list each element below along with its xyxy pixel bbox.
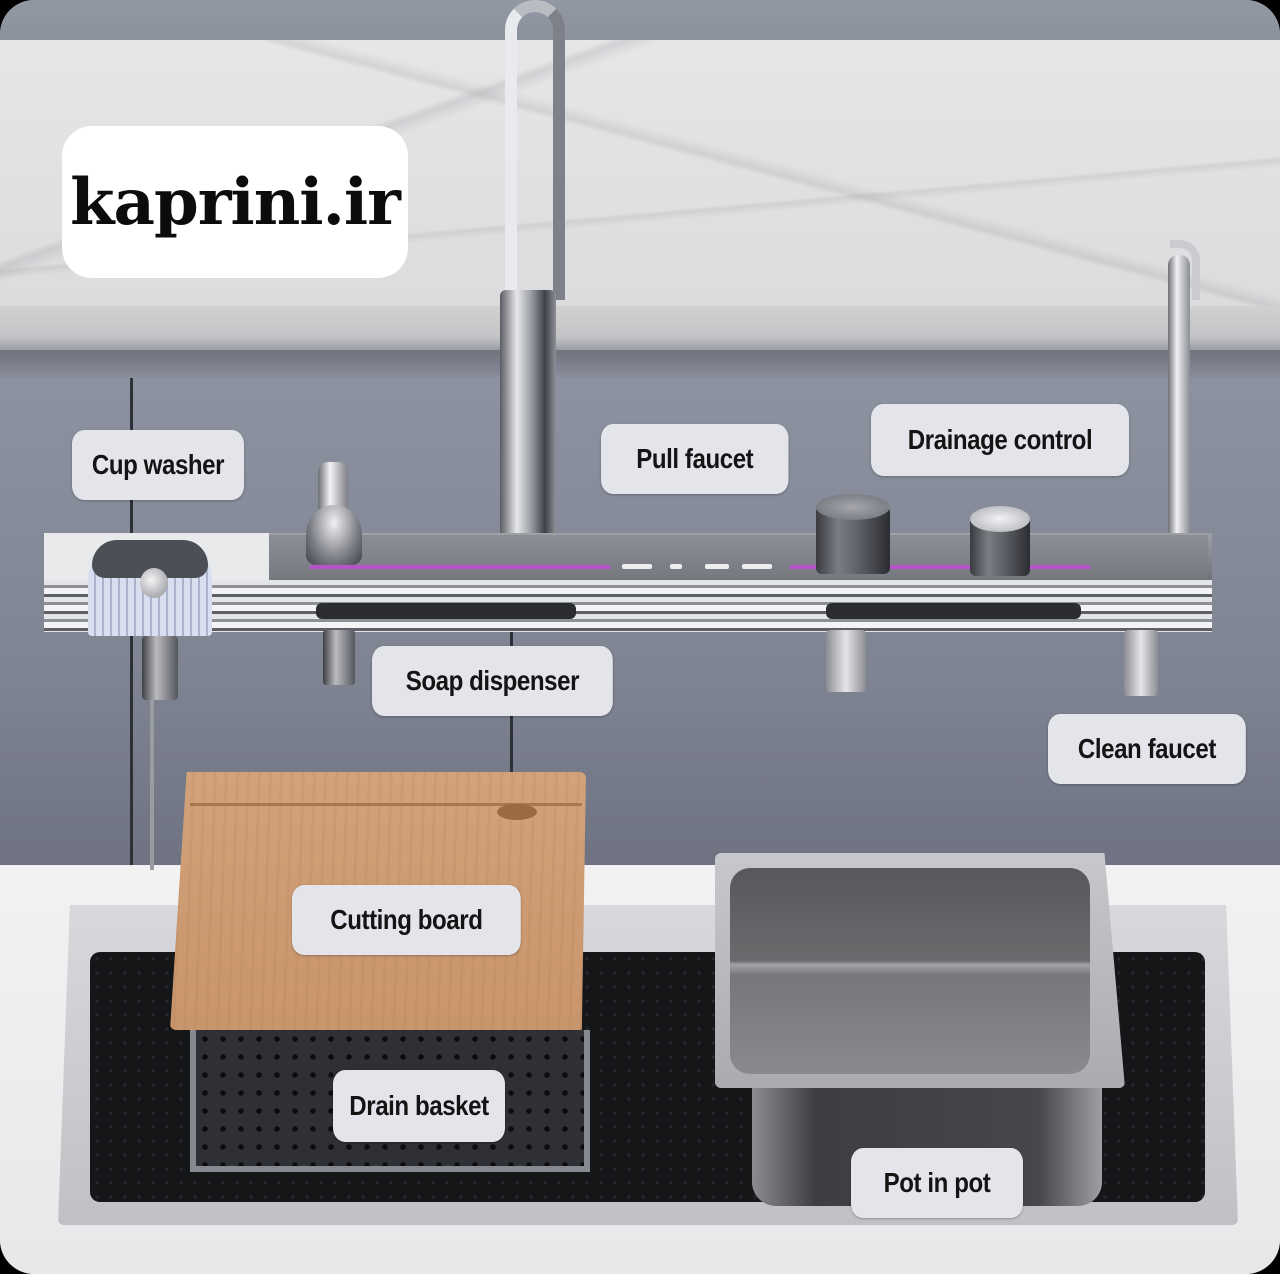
drain-basket: [190, 1030, 590, 1172]
upper-pot: [730, 868, 1090, 1074]
label-text: Cup washer: [91, 449, 225, 480]
clean-faucet-pipe: [1124, 630, 1158, 696]
hose: [150, 630, 154, 870]
led-accent-line: [790, 565, 1090, 569]
drainage-knob-cap: [970, 506, 1030, 532]
led-accent-line: [310, 565, 610, 569]
soap-dispenser-base: [306, 505, 362, 565]
board-groove: [190, 803, 582, 806]
brand-watermark: kaprini.ir: [62, 126, 408, 278]
label-text: Drainage control: [907, 424, 1093, 455]
label-drain-basket: Drain basket: [333, 1070, 505, 1142]
clean-faucet-stem: [1168, 255, 1190, 545]
brand-text: kaprini.ir: [70, 164, 401, 240]
label-drainage-control: Drainage control: [871, 404, 1129, 476]
rail-slot: [826, 603, 1081, 619]
label-text: Soap dispenser: [405, 665, 580, 696]
pull-faucet-spout: [505, 0, 565, 300]
upper-wall: [0, 0, 1280, 42]
cup-washer-nozzle: [140, 568, 168, 598]
display-indicator: [742, 564, 772, 569]
label-soap-dispenser: Soap dispenser: [372, 646, 613, 716]
rail-slot: [316, 603, 576, 619]
display-indicator: [705, 564, 729, 569]
display-indicator: [670, 564, 682, 569]
cup-washer-pipe: [142, 636, 178, 700]
label-cup-washer: Cup washer: [72, 430, 244, 500]
soap-dispenser-pipe: [323, 630, 355, 685]
marble-shelf-edge: [0, 306, 1280, 350]
label-pot-in-pot: Pot in pot: [851, 1148, 1023, 1218]
drainage-pipe: [826, 630, 866, 692]
label-text: Clean faucet: [1077, 733, 1216, 764]
shelf-shadow: [0, 350, 1280, 378]
drainage-knob-cap: [816, 494, 890, 520]
rail-glass-panel: [268, 535, 1208, 579]
pull-faucet-body: [500, 290, 556, 562]
label-text: Pull faucet: [636, 443, 754, 474]
display-indicator: [622, 564, 652, 569]
label-cutting-board: Cutting board: [292, 885, 521, 955]
board-handle-hole: [497, 804, 537, 820]
label-pull-faucet: Pull faucet: [601, 424, 789, 494]
label-clean-faucet: Clean faucet: [1048, 714, 1246, 784]
soap-dispenser-head: [318, 462, 348, 510]
label-text: Drain basket: [349, 1090, 489, 1121]
clean-faucet-spout: [1170, 240, 1200, 300]
label-text: Pot in pot: [883, 1167, 991, 1198]
label-text: Cutting board: [330, 904, 483, 935]
